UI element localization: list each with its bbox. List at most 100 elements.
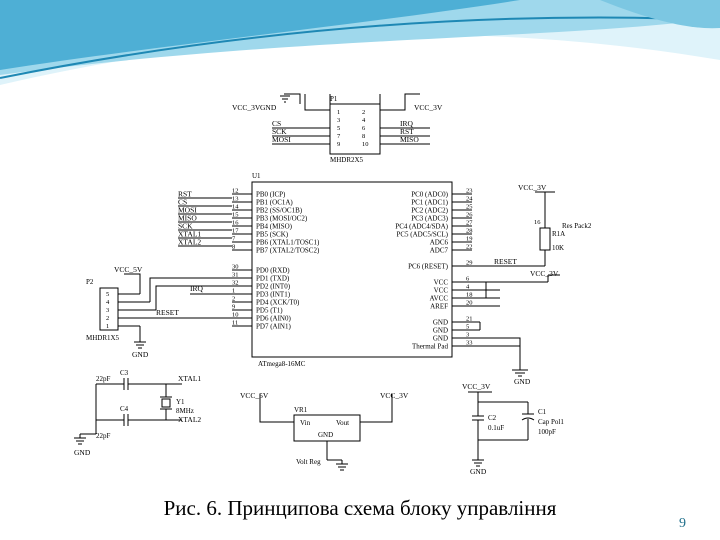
u1-pin-name-right: AREF [430,303,448,311]
c2-value: 0.1uF [488,424,504,432]
u1-pin-number-right: 4 [466,284,470,291]
u1-pin-number-left: 16 [232,220,239,227]
r1-pin: 16 [534,219,541,226]
p1-net-right: MISO [400,135,419,144]
u1-pin-number-left: 7 [232,236,236,243]
p2-part: MHDR1X5 [86,334,120,342]
figure-caption: Рис. 6. Принципова схема блоку управлінн… [163,496,557,520]
u1-pin-name-right: ADC6 [430,239,449,247]
p1-pin-left: 7 [337,133,341,140]
p1-net-left: CS [272,119,281,128]
u1-pin-number-right: 33 [466,340,473,347]
p1-pin-left: 1 [337,109,340,116]
u1-net-left: XTAL1 [178,230,201,239]
crystal-gnd: GND [74,448,91,457]
u1-pin-name-right: PC2 (ADC2) [411,207,448,215]
p1-pin-left: 5 [337,125,340,132]
p1-pin-right: 4 [362,117,366,124]
page-number: 9 [679,516,686,531]
r1-pack: Res Pack2 [562,222,592,230]
u1-pin-number-right: 26 [466,212,473,219]
u1-pin-name-right: PC1 (ADC1) [411,199,448,207]
u1-pin-name-right: GND [433,327,448,335]
p1-part: MHDR2X5 [330,156,364,164]
p1-pin-left: 3 [337,117,340,124]
p1-net-left: MOSI [272,135,291,144]
u1-pin-number-right: 24 [466,196,473,203]
u1-net-left: SCK [178,222,193,231]
y1-ref: Y1 [176,398,185,406]
p2-pwr: VCC_5V [114,265,143,274]
c1-type: Cap Pol1 [538,418,564,426]
u1-pin-name-right: PC6 (RESET) [408,263,449,271]
vr1-out-net: VCC_3V [380,391,409,400]
u1-net-left: CS [178,198,187,207]
u1-pin-number-left: 30 [232,264,239,271]
r1-value: 10K [552,244,564,252]
u1-reset-net: RESET [494,257,517,266]
p1-pin-right: 8 [362,133,365,140]
c1-ref: C1 [538,408,547,416]
u1-pin-name-right: PC3 (ADC3) [411,215,448,223]
u1-pin-number-right: 19 [466,236,473,243]
vr1-ref: VR1 [294,406,308,414]
u1-pin-name-right: Thermal Pad [412,343,448,351]
u1-net-left: MOSI [178,206,197,215]
u1-pin-name-right: PC4 (ADC4/SDA) [395,223,448,231]
p2-pin-number: 1 [106,323,109,330]
u1-pin-name-right: VCC [434,287,449,295]
u1-net-left: XTAL2 [178,238,201,247]
u1-pin-name-left: PB2 (SS/OC1B) [256,207,303,215]
vr1-gnd: GND [318,431,333,439]
p2-irq: IRQ [190,284,204,293]
vr1-in-net: VCC_5V [240,391,269,400]
p1-pwr-right: VCC_3V [414,103,443,112]
u1-part: ATmega8-16MC [258,360,306,368]
p1-net-left: SCK [272,127,287,136]
u1-pin-name-left: PB6 (XTAL1/TOSC1) [256,239,320,247]
u1-pin-number-right: 29 [466,260,473,267]
p1-pin-right: 10 [362,141,369,148]
u1-pin-number-right: 20 [466,300,473,307]
u1-pin-number-left: 32 [232,280,239,287]
u1-pin-number-right: 3 [466,332,469,339]
c4-ref: C4 [120,405,129,413]
xtal2-net: XTAL2 [178,415,201,424]
p1-gnd-left: GND [260,103,277,112]
p2-ref: P2 [86,278,94,286]
u1-pin-name-left: PD2 (INT0) [256,283,291,291]
p2-pin-number: 2 [106,315,109,322]
u1-pin-name-right: PC5 (ADC5/SCL) [396,231,448,239]
u1-pin-number-left: 1 [232,288,235,295]
u1-pin-name-left: PD0 (RXD) [256,267,290,275]
u1-pin-number-right: 18 [466,292,473,299]
u1-pin-number-left: 11 [232,320,238,327]
header-banner [0,0,720,85]
p1-pin-right: 2 [362,109,365,116]
u1-vcc-net: VCC_3V [530,269,559,278]
p1-pwr-left: VCC_3V [232,103,261,112]
banner-wave-dark [0,0,520,70]
p2-pin-number: 4 [106,299,110,306]
u1-pin-number-right: 6 [466,276,470,283]
banner-curl [600,0,720,29]
u1-pin-number-left: 13 [232,196,239,203]
u1-pin-number-right: 5 [466,324,469,331]
u1-pin-name-left: PB7 (XTAL2/TOSC2) [256,247,320,255]
u1-pin-name-right: AVCC [429,295,448,303]
u1-pin-name-left: PD1 (TXD) [256,275,290,283]
p2-pin-number: 3 [106,307,109,314]
u1-pin-number-right: 21 [466,316,473,323]
banner-stripe [0,16,720,79]
u1-net-left: RST [178,190,192,199]
u1-pin-number-right: 25 [466,204,473,211]
u1-pin-number-left: 15 [232,212,239,219]
vr1-vout: Vout [336,419,349,427]
c1-value: 100pF [538,428,556,436]
u1-pin-name-left: PB0 (ICP) [256,191,286,199]
u1-pin-number-left: 12 [232,188,239,195]
u1-pin-name-right: VCC [434,279,449,287]
p2-pin-number: 5 [106,291,109,298]
u1-pin-name-left: PB1 (OC1A) [256,199,293,207]
p1-pin-right: 6 [362,125,366,132]
